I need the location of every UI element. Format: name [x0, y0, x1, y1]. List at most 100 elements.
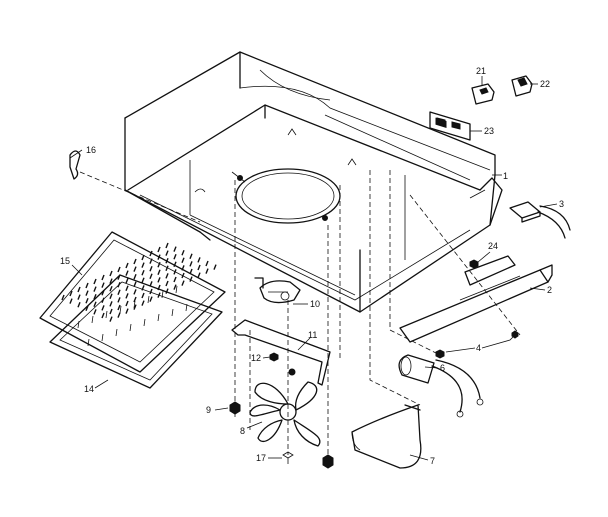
grille-slots [61, 242, 217, 322]
grille-slot [157, 261, 161, 268]
grille-slot [125, 285, 129, 292]
grille-slot [133, 258, 137, 265]
grille-slot [125, 270, 129, 276]
grille-slot [189, 261, 193, 267]
grille-slot [117, 297, 121, 303]
light-socket [398, 354, 484, 418]
duct-damper [351, 404, 422, 469]
filter-panel [49, 274, 223, 389]
grille-slot [101, 305, 105, 311]
grille-slot [149, 265, 153, 272]
grille-slot [165, 280, 169, 287]
grille-slot [141, 269, 145, 276]
grille-slot [165, 288, 169, 294]
grille-slot [157, 254, 161, 260]
callout-6: 6 [440, 363, 445, 373]
grille-slot [77, 286, 81, 293]
grille-slot [101, 312, 105, 319]
grille-slot [157, 246, 161, 253]
callout-1: 1 [503, 171, 508, 181]
grille-slot [125, 300, 129, 307]
callout-17: 17 [256, 453, 266, 463]
grille-slot [109, 285, 113, 292]
panel-mark [77, 320, 80, 329]
grille-slot [197, 257, 201, 263]
fasteners [229, 259, 519, 469]
hood-housing [124, 51, 503, 313]
callout-23: 23 [484, 126, 494, 136]
grille-slot [109, 293, 113, 300]
grille-slot [173, 261, 177, 268]
grille-slot [173, 253, 177, 260]
grille-slot [93, 278, 97, 285]
grille-slot [125, 277, 129, 284]
grille-slot [133, 266, 137, 272]
grille-slot [173, 246, 177, 252]
grille-slot [157, 277, 161, 283]
grille-slot [117, 312, 121, 318]
grille-slot [77, 301, 81, 308]
panel-mark [185, 303, 188, 312]
callout-8: 8 [240, 426, 245, 436]
callout-7: 7 [430, 456, 435, 466]
grille-slot [173, 276, 177, 283]
grille-slot [85, 290, 89, 296]
grille-slot [197, 272, 201, 278]
grille-slot [117, 304, 121, 311]
grille-slot [181, 272, 185, 279]
grille-slot [85, 297, 89, 304]
panel-mark [129, 323, 132, 332]
grille-slot [149, 250, 153, 257]
grille-slot [125, 293, 129, 299]
grille-slot [141, 262, 145, 268]
fan-opening-ring [231, 168, 341, 224]
callout-11: 11 [308, 330, 317, 340]
panel-mark [147, 295, 150, 304]
callout-4: 4 [476, 343, 481, 353]
grille-slot [93, 309, 97, 315]
panel-mark [175, 285, 178, 294]
grille-slot [181, 249, 185, 256]
grille-slot [149, 273, 153, 280]
grille-slot [133, 289, 137, 295]
switch-plate [429, 111, 471, 141]
grille-slot [133, 304, 137, 310]
callout-14: 14 [84, 384, 94, 394]
grille-slot [93, 293, 97, 300]
panel-mark [91, 315, 94, 324]
grille-slot [109, 278, 113, 284]
grille-slot [69, 298, 73, 304]
grille-slot [109, 308, 113, 315]
grille-slot [109, 270, 113, 277]
grille-slot [141, 300, 145, 306]
grille-slot [85, 282, 89, 289]
callout-24: 24 [488, 241, 498, 251]
grille-slot [181, 265, 185, 271]
grille-slot [165, 265, 169, 272]
panel-mark [133, 300, 136, 309]
fan-motor [254, 277, 301, 304]
grille-slot [77, 294, 81, 300]
callout-15: 15 [60, 256, 70, 266]
control-knobs [471, 75, 533, 105]
grille-slot [157, 269, 161, 276]
callout-2: 2 [547, 285, 552, 295]
panel-mark [143, 318, 146, 327]
grille-slot [173, 269, 177, 275]
grille-slot [117, 266, 121, 273]
grille-slot [101, 274, 105, 281]
grille-slot [125, 308, 129, 314]
grille-slot [125, 262, 129, 269]
callout-22: 22 [540, 79, 550, 89]
grille-slot [117, 289, 121, 296]
grille-slot [181, 257, 185, 264]
switch-module [509, 201, 571, 239]
grille-slot [141, 254, 145, 261]
callout-10: 10 [310, 299, 320, 309]
callout-labels: 1 2 3 4 6 7 8 9 10 11 12 14 15 16 17 21 … [60, 66, 564, 466]
grille-slot [173, 284, 177, 290]
grille-slot [197, 264, 201, 271]
panel-mark [171, 308, 174, 317]
motor-bracket [231, 319, 331, 386]
